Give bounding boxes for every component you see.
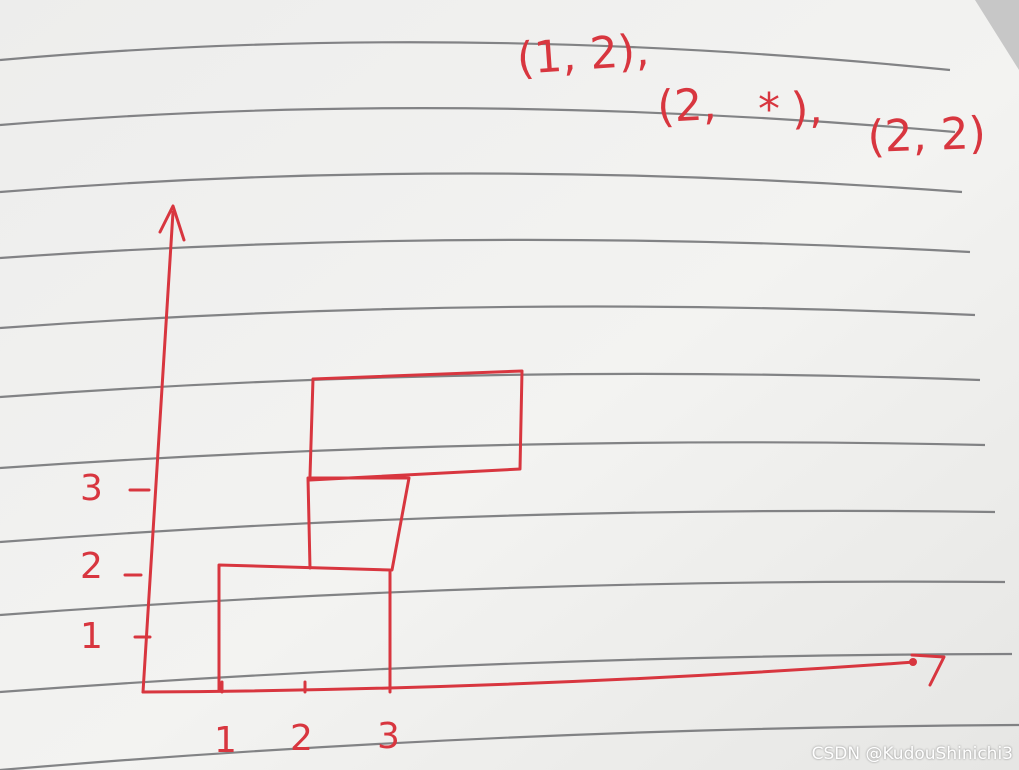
rule-line <box>0 172 963 194</box>
rule-line <box>0 652 1013 694</box>
coord-pair-2: (2, <box>656 79 718 133</box>
coord-pair-2-y: * <box>758 84 780 135</box>
x-axis-line <box>141 660 917 694</box>
x-tick-label-1: 1 <box>214 720 237 761</box>
rectangle-3 <box>308 369 524 482</box>
coord-pair-3: (2, 2) <box>867 108 987 163</box>
rule-line <box>0 509 996 544</box>
hand-drawing <box>123 204 946 694</box>
coord-pair-1: (1, 2), <box>515 25 651 85</box>
y-tick-label-1: 1 <box>80 616 103 657</box>
ruled-lines <box>0 41 1019 770</box>
y-axis-line <box>141 210 175 694</box>
y-tick-label-2: 2 <box>80 546 103 587</box>
y-tick-labels: 3 2 1 <box>80 468 103 657</box>
watermark: CSDN @KudouShinichi3 <box>811 744 1013 764</box>
rule-line <box>0 441 986 470</box>
rule-line <box>0 372 981 399</box>
rule-line <box>0 580 1006 617</box>
x-tick-label-3: 3 <box>377 716 400 757</box>
x-tick-labels: 1 2 3 <box>214 716 400 761</box>
rule-line <box>0 107 956 134</box>
y-axis-arrowhead <box>158 204 186 242</box>
y-tick-label-3: 3 <box>80 468 103 509</box>
rule-line <box>0 723 1019 770</box>
handwritten-coordinates: (1, 2), (2, * ), (2, 2) <box>515 25 986 163</box>
x-tick-label-2: 2 <box>290 718 313 759</box>
rule-line <box>0 238 971 260</box>
rule-line <box>0 41 951 72</box>
x-axis-arrowhead <box>910 653 946 687</box>
rule-line <box>0 305 976 330</box>
coord-pair-2-end: ), <box>790 82 824 135</box>
x-axis-arrow-dot <box>909 658 917 666</box>
rectangle-1 <box>217 563 392 694</box>
